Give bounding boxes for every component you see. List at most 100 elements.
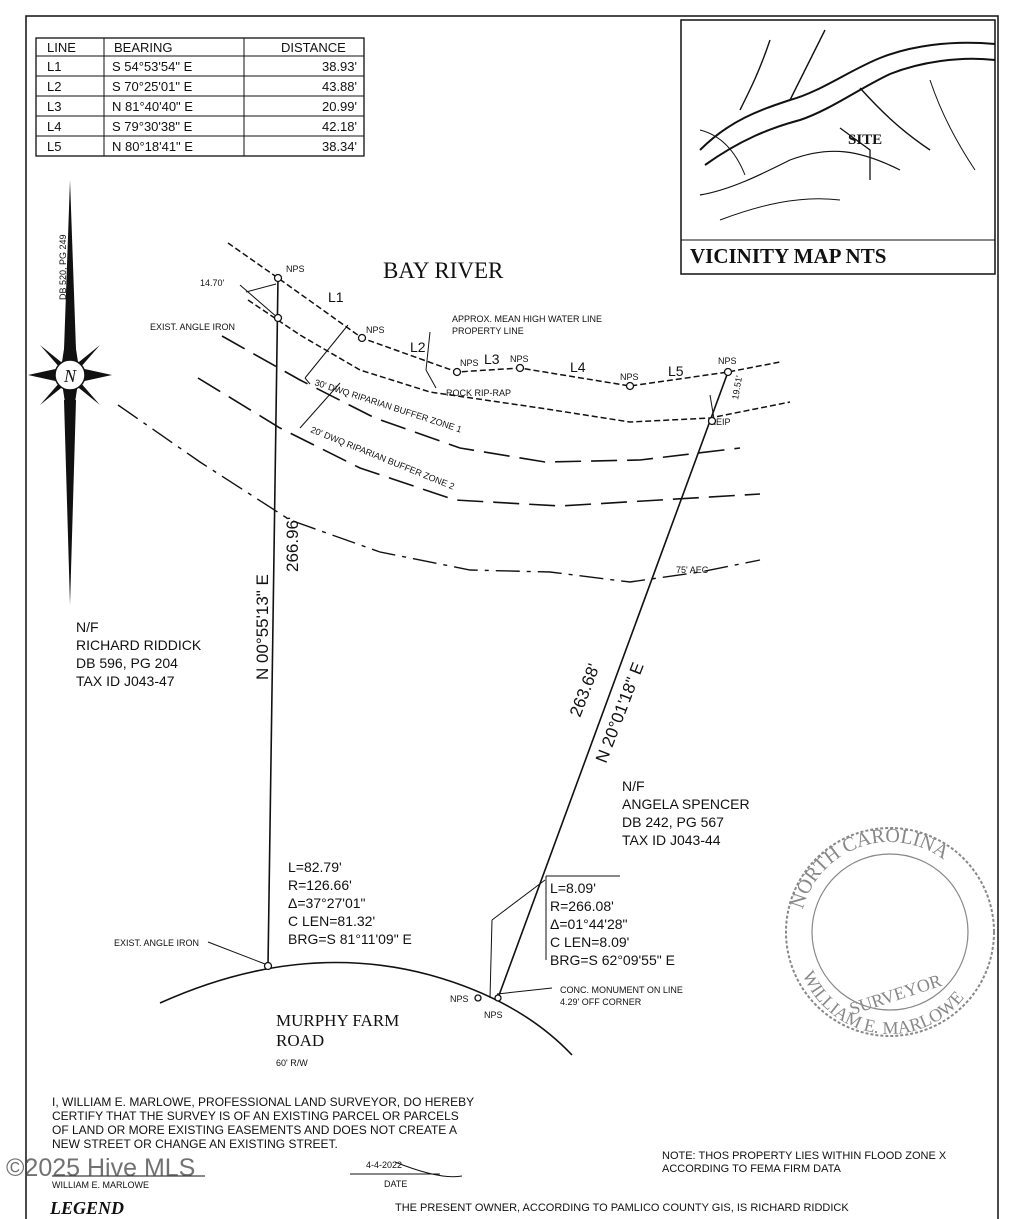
owner-note: THE PRESENT OWNER, ACCORDING TO PAMLICO …	[395, 1202, 849, 1214]
nps-label: NPS	[460, 358, 479, 368]
table-cell: 38.34'	[322, 139, 357, 154]
flood-note-line2: ACCORDING TO FEMA FIRM DATA	[662, 1163, 842, 1175]
table-cell: L4	[47, 119, 61, 134]
nps-label: NPS	[620, 372, 639, 382]
tie-line	[239, 284, 279, 319]
svg-text:DB 596, PG 204: DB 596, PG 204	[76, 655, 178, 671]
surveyor-seal: NORTH CAROLINA WILLIAM E. MARLOWE SURVEY…	[785, 825, 995, 1038]
north-reference: DB 520, PG 249	[58, 234, 68, 300]
table-header-distance: DISTANCE	[281, 40, 346, 55]
leader-line	[491, 879, 546, 921]
svg-text:L=8.09': L=8.09'	[550, 880, 596, 896]
nps-label: NPS	[450, 994, 469, 1004]
buffer-zone-2-line	[197, 377, 761, 507]
conc-monument-offset: 4.29' OFF CORNER	[560, 997, 642, 1007]
table-cell: S 79°30'38" E	[112, 119, 193, 134]
buffer-zone-1-label: 30' DWQ RIPARIAN BUFFER ZONE 1	[313, 377, 463, 434]
leader-line	[489, 919, 493, 999]
table-cell: 38.93'	[322, 59, 357, 74]
nps-label: NPS	[484, 1010, 503, 1020]
nps-label: NPS	[366, 325, 385, 335]
rip-rap-label: ROCK RIP-RAP	[446, 388, 511, 398]
survey-point	[625, 381, 635, 391]
adjoiner-riddick: N/F RICHARD RIDDICK DB 596, PG 204 TAX I…	[76, 619, 202, 689]
segment-label: L3	[484, 351, 500, 367]
buffer-zone-1-line	[221, 335, 741, 463]
angle-iron-label: EXIST. ANGLE IRON	[150, 322, 235, 332]
aec-label: 75' AEC	[676, 565, 709, 575]
survey-point	[474, 994, 482, 1002]
certification-text: I, WILLIAM E. MARLOWE, PROFESSIONAL LAND…	[52, 1095, 474, 1151]
survey-point	[515, 363, 525, 373]
road-edge	[394, 1161, 463, 1178]
table-cell: L3	[47, 99, 61, 114]
west-boundary-line	[267, 277, 279, 967]
nps-label: NPS	[286, 264, 305, 274]
road-centerline	[159, 961, 573, 1056]
svg-text:R=126.66': R=126.66'	[288, 877, 352, 893]
tie-line	[245, 283, 277, 293]
svg-text:RICHARD RIDDICK: RICHARD RIDDICK	[76, 637, 202, 653]
table-cell: N 81°40'40" E	[112, 99, 193, 114]
table-cell: L5	[47, 139, 61, 154]
table-cell: 42.18'	[322, 119, 357, 134]
mls-watermark: ©2025 Hive MLS	[6, 1154, 195, 1182]
table-cell: L2	[47, 79, 61, 94]
west-line-distance: 266.96'	[283, 517, 302, 572]
svg-text:L=82.79': L=82.79'	[288, 859, 342, 875]
eip-tie-distance: 19.51'	[730, 374, 744, 400]
table-header-line: LINE	[47, 40, 76, 55]
signer-name: WILLIAM E. MARLOWE	[52, 1180, 149, 1190]
date-value: 4-4-2022	[366, 1160, 402, 1170]
svg-text:N/F: N/F	[622, 778, 645, 794]
angle-iron-label: EXIST. ANGLE IRON	[114, 938, 199, 948]
mean-high-water-label: APPROX. MEAN HIGH WATER LINE	[452, 314, 602, 324]
road-right-of-way: 60' R/W	[276, 1058, 308, 1068]
segment-label: L1	[328, 289, 344, 305]
vicinity-map-title: VICINITY MAP NTS	[690, 244, 886, 268]
buffer-zone-2-label: 20' DWQ RIPARIAN BUFFER ZONE 2	[309, 425, 456, 492]
svg-text:NEW STREET OR CHANGE AN EXISTI: NEW STREET OR CHANGE AN EXISTING STREET.	[52, 1137, 338, 1151]
table-cell: N 80°18'41" E	[112, 139, 193, 154]
segment-label: L2	[410, 339, 426, 355]
page-frame	[25, 15, 999, 1219]
survey-point	[452, 367, 462, 377]
curve-data-1: L=82.79' R=126.66' Δ=37°27'01" C LEN=81.…	[288, 859, 412, 947]
leader-line	[496, 987, 553, 995]
rip-rap-line	[247, 299, 791, 423]
table-cell: S 70°25'01" E	[112, 79, 193, 94]
svg-text:TAX ID J043-44: TAX ID J043-44	[622, 832, 721, 848]
conc-monument-label: CONC. MONUMENT ON LINE	[560, 985, 683, 995]
svg-text:DB 242, PG 567: DB 242, PG 567	[622, 814, 724, 830]
svg-text:R=266.08': R=266.08'	[550, 898, 614, 914]
compass-letter: N	[63, 366, 77, 386]
survey-point	[273, 273, 283, 283]
survey-point	[723, 367, 733, 377]
leader-line	[425, 369, 437, 389]
segment-label: L4	[570, 359, 586, 375]
leader-line	[299, 382, 341, 429]
north-arrow: N DB 520, PG 249	[28, 180, 112, 605]
flood-note-line1: NOTE: THOS PROPERTY LIES WITHIN FLOOD ZO…	[662, 1150, 947, 1162]
svg-text:TAX ID J043-47: TAX ID J043-47	[76, 673, 175, 689]
road-name-line1: MURPHY FARM	[276, 1011, 399, 1030]
eip-label: EIP	[716, 417, 731, 427]
line-table: LINE BEARING DISTANCE L1 S 54°53'54" E 3…	[35, 37, 365, 157]
segment-label: L5	[668, 363, 684, 379]
east-boundary-line	[497, 371, 729, 999]
leader-line	[425, 331, 431, 371]
table-header-bearing: BEARING	[114, 40, 173, 55]
vicinity-site-label: SITE	[848, 132, 882, 148]
survey-point	[263, 961, 273, 971]
leader-line	[304, 377, 311, 385]
svg-text:I, WILLIAM E. MARLOWE, PROFESS: I, WILLIAM E. MARLOWE, PROFESSIONAL LAND…	[52, 1095, 474, 1109]
adjoiner-spencer: N/F ANGELA SPENCER DB 242, PG 567 TAX ID…	[622, 778, 750, 848]
survey-point	[494, 994, 502, 1002]
water-body-label: BAY RIVER	[383, 258, 504, 283]
survey-point	[273, 313, 283, 323]
svg-text:BRG=S 81°11'09" E: BRG=S 81°11'09" E	[288, 931, 412, 947]
svg-text:CERTIFY THAT THE SURVEY IS OF: CERTIFY THAT THE SURVEY IS OF AN EXISTIN…	[52, 1109, 459, 1123]
svg-text:N/F: N/F	[76, 619, 99, 635]
svg-text:BRG=S 62°09'55" E: BRG=S 62°09'55" E	[550, 952, 675, 968]
